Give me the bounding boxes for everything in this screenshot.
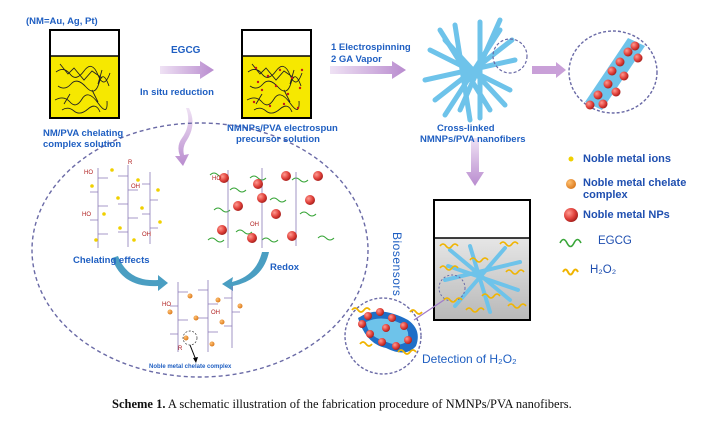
crosslinked-label-2: NMNPs/PVA nanofibers (420, 134, 526, 145)
biosensors-label: Biosensors (390, 232, 404, 297)
chem-oh-label-3: OH (211, 310, 220, 316)
legend-np-label: Noble metal NPs (583, 209, 670, 221)
chelating-solution-label-2: complex solution (43, 139, 122, 150)
legend-symbols (559, 156, 582, 276)
legend-chelate-label-2: complex (583, 189, 628, 201)
chelate-complex-molecule (167, 280, 243, 363)
chem-ho-label-4: HO (212, 176, 221, 182)
chem-oh-label-2: OH (142, 232, 151, 238)
chem-oh-label: OH (131, 184, 140, 190)
legend-chelate-symbol (566, 179, 576, 189)
figure-caption: Scheme 1. A schematic illustration of th… (112, 398, 572, 411)
chem-ho-label: HO (84, 170, 93, 176)
legend-np-symbol (564, 208, 578, 222)
precursor-label-1: NMNPs/PVA electrospun (227, 123, 338, 134)
legend-ion-label: Noble metal ions (583, 153, 672, 165)
nanofiber-bundle (422, 17, 518, 123)
chem-ho-label-3: HO (162, 302, 171, 308)
detection-connector (413, 299, 445, 321)
legend-ion-symbol (568, 156, 574, 162)
arrow-redox (222, 252, 269, 291)
beaker-precursor-solution (241, 29, 312, 119)
chelating-solution-label-1: NM/PVA chelating (43, 128, 124, 139)
legend-egcg-symbol (559, 238, 582, 248)
precursor-label-2: precursor solution (236, 134, 320, 145)
chelating-effects-label: Chelating effects (73, 255, 150, 266)
in-situ-label: In situ reduction (140, 87, 214, 98)
electrospin-label-1: 1 Electrospinning (331, 42, 411, 53)
detection-label: Detection of H₂O₂ (422, 352, 517, 366)
chem-ho-label-2: HO (82, 212, 91, 218)
biosensor-beaker (433, 199, 531, 321)
arrow-in-situ (175, 108, 193, 166)
molecular-process-ellipse (31, 122, 369, 378)
chem-r-label: R (128, 160, 133, 166)
legend-chelate-label: Noble metal chelate (583, 177, 687, 189)
arrow-zoom (532, 62, 566, 78)
chem-r-label-2: R (178, 346, 183, 352)
zoom-circle-small (492, 38, 528, 74)
arrow-biosensors (466, 138, 484, 186)
arrow-electrospinning (330, 61, 406, 79)
zoomed-fiber (568, 30, 658, 114)
legend-h2o2-label: H₂O₂ (590, 264, 617, 276)
caption-prefix: Scheme 1. (112, 397, 166, 411)
chelate-complex-label: Noble metal chelate complex (149, 364, 232, 370)
egcg-arrow-label: EGCG (171, 45, 201, 56)
legend-egcg-label: EGCG (598, 235, 632, 247)
caption-text: A schematic illustration of the fabricat… (167, 397, 572, 411)
chelating-molecules (90, 165, 158, 248)
beaker-chelating-solution (49, 29, 120, 119)
metals-label: (NM=Au, Ag, Pt) (26, 16, 98, 27)
detection-circle (344, 297, 423, 375)
np-cluster (207, 168, 335, 248)
legend-h2o2-symbol (562, 268, 579, 276)
electrospin-label-2: 2 GA Vapor (331, 54, 382, 65)
redox-label: Redox (270, 262, 300, 273)
crosslinked-label-1: Cross-linked (437, 123, 495, 134)
chem-oh-label-4: OH (250, 222, 259, 228)
noble-metal-ions (90, 168, 162, 242)
arrow-egcg (160, 61, 214, 79)
arrow-chelating (112, 256, 168, 291)
